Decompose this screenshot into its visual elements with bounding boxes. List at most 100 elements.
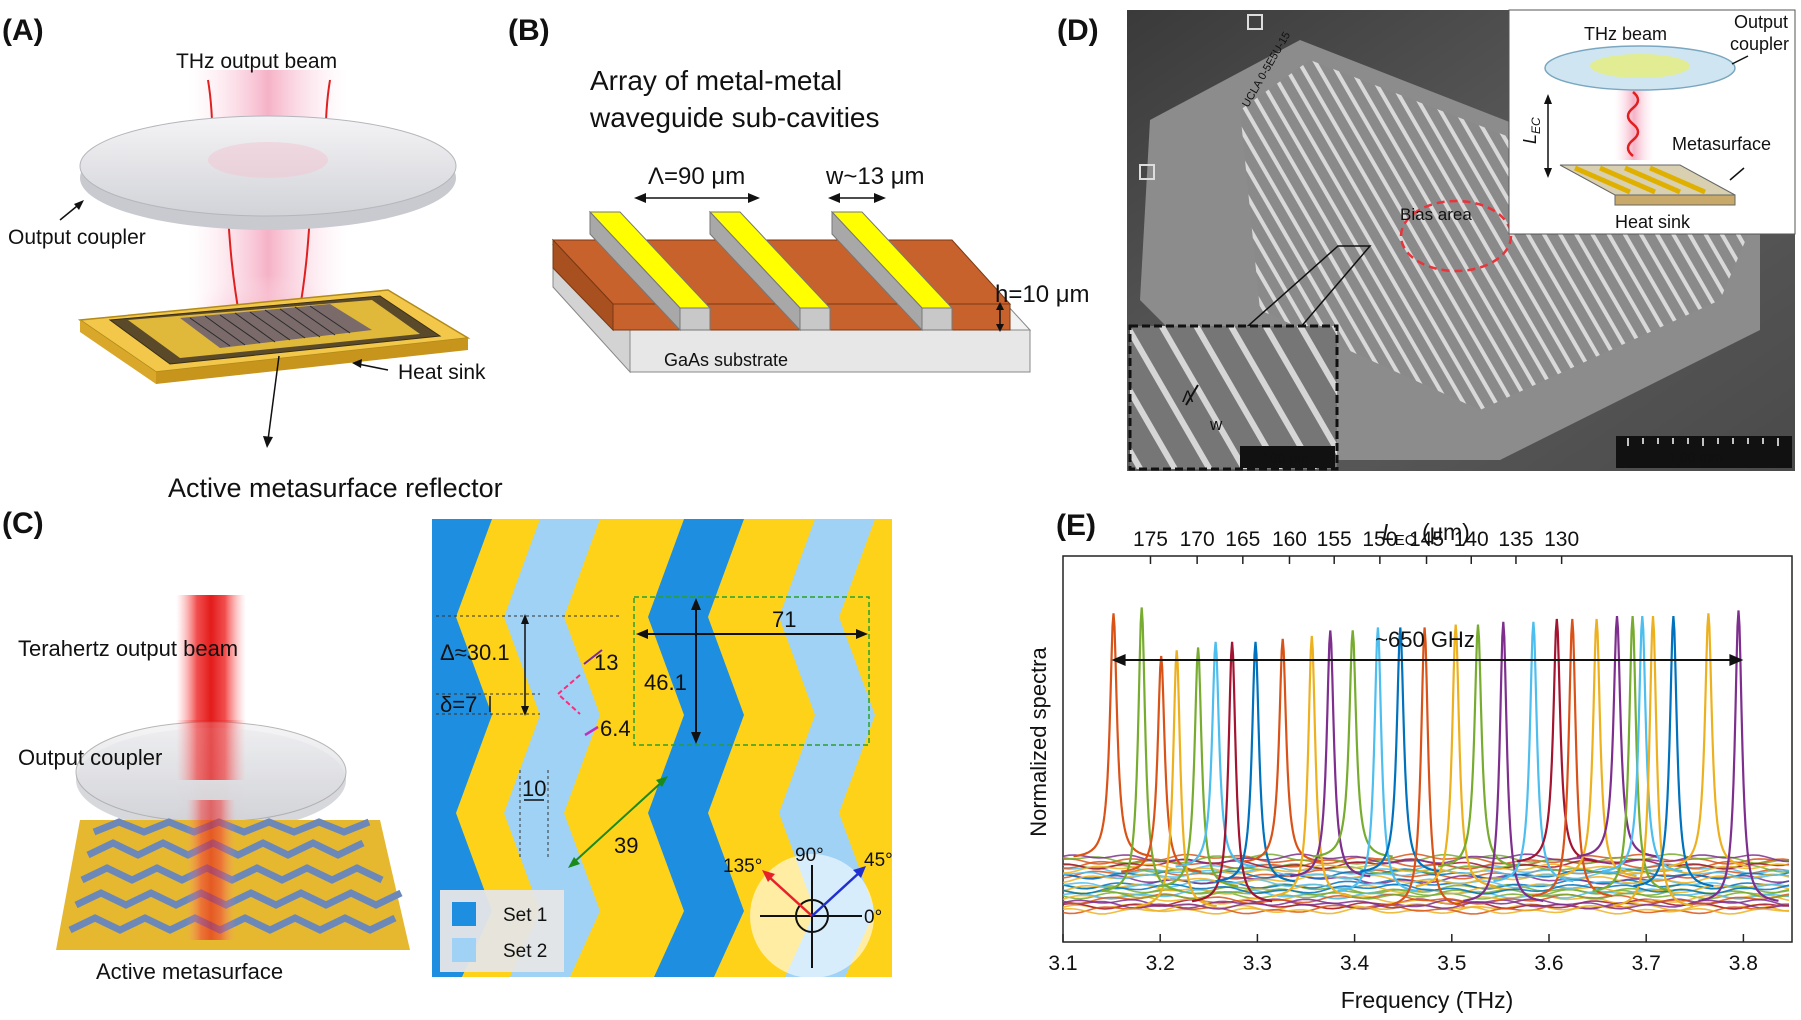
arrow-135-head bbox=[762, 870, 775, 882]
label-inset-beam: THz beam bbox=[1584, 24, 1667, 44]
unit-cell-box bbox=[633, 596, 870, 746]
sem-ridges bbox=[1240, 60, 1750, 410]
spectrum-peak-18 bbox=[1493, 621, 1574, 883]
spectrum-peak-15 bbox=[1415, 624, 1496, 888]
top-tick-label-5: 150 bbox=[1362, 528, 1397, 551]
label-90: 90° bbox=[795, 845, 824, 866]
label-array-title-1: Array of metal-metal bbox=[590, 65, 842, 96]
label-inset-coupler-1: Output bbox=[1734, 12, 1788, 32]
dim-period-head-l bbox=[634, 193, 646, 203]
label-inset-lec: LEC bbox=[1520, 117, 1543, 144]
top-tick-label-1: 170 bbox=[1180, 528, 1215, 551]
top-tick-label-2: 165 bbox=[1225, 528, 1260, 551]
spectrum-peak-17 bbox=[1463, 621, 1544, 902]
baseline-trace-10 bbox=[1063, 873, 1790, 885]
spectrum-peak-12 bbox=[1337, 627, 1419, 893]
panel-a: (A) THz output beam Output coupler Hea bbox=[2, 14, 503, 503]
legend-swatch-set1 bbox=[452, 902, 476, 926]
label-active-metasurface: Active metasurface bbox=[96, 959, 283, 984]
ridge-1 bbox=[588, 210, 712, 332]
arrow-45 bbox=[811, 871, 861, 917]
label-135: 135° bbox=[723, 856, 762, 877]
arrow-heatsink-head bbox=[352, 359, 362, 368]
inset-lambda-arrow bbox=[1185, 384, 1199, 406]
arrow-135 bbox=[767, 875, 813, 917]
legend-swatch-set2 bbox=[452, 938, 476, 962]
spectra-peaks bbox=[1073, 607, 1779, 908]
dim-39 bbox=[571, 779, 665, 865]
top-tick-label-6: 145 bbox=[1409, 528, 1444, 551]
coupler-spot bbox=[208, 142, 328, 178]
dim-height-head-t bbox=[996, 302, 1004, 310]
ridge-2 bbox=[708, 210, 832, 332]
spectrum-peak-11 bbox=[1312, 630, 1393, 858]
label-heatsink-a: Heat sink bbox=[398, 361, 486, 384]
spectrum-peak-13 bbox=[1360, 627, 1441, 873]
label-terahertz-beam: Terahertz output beam bbox=[18, 636, 238, 661]
spectrum-peak-16 bbox=[1437, 624, 1519, 868]
label-46-1: 46.1 bbox=[644, 670, 687, 695]
top-tick-label-9: 130 bbox=[1544, 528, 1579, 551]
label-6-4: 6.4 bbox=[600, 716, 631, 741]
label-71: 71 bbox=[772, 607, 796, 632]
construction-lines bbox=[436, 615, 620, 860]
label-inset-coupler-2: coupler bbox=[1730, 34, 1789, 54]
scalebar-inset: 100 μm bbox=[1262, 450, 1309, 466]
label-0: 0° bbox=[864, 907, 882, 928]
label-reflector: Active metasurface reflector bbox=[168, 473, 503, 503]
plot-frame bbox=[1062, 555, 1793, 943]
x-tick-label-7: 3.8 bbox=[1729, 952, 1758, 975]
spectrum-peak-27 bbox=[1668, 613, 1749, 868]
legend-label-set2: Set 2 bbox=[503, 941, 547, 962]
x-tick-label-2: 3.3 bbox=[1243, 952, 1272, 975]
chip-ridges bbox=[189, 305, 351, 347]
arrow-heatsink bbox=[357, 363, 389, 371]
spectrum-peak-26 bbox=[1633, 616, 1714, 888]
x-tick-label-4: 3.5 bbox=[1437, 952, 1466, 975]
sem-marker-2 bbox=[1247, 14, 1263, 30]
panel-c-tag: (C) bbox=[2, 507, 44, 540]
set1-stripe-0 bbox=[432, 519, 492, 977]
inset-ridges bbox=[1574, 165, 1706, 195]
panel-a-tag: (A) bbox=[2, 14, 44, 47]
label-39: 39 bbox=[614, 833, 638, 858]
top-tick-label-8: 135 bbox=[1498, 528, 1533, 551]
inset-heatsink bbox=[1614, 194, 1736, 206]
panel-b-tag: (B) bbox=[508, 14, 550, 47]
label-period: Λ=90 μm bbox=[648, 163, 745, 190]
active-layer-side bbox=[552, 238, 614, 332]
dim-46-1-head-b bbox=[691, 732, 701, 744]
label-array-title-2: waveguide sub-cavities bbox=[589, 102, 880, 133]
spectrum-peak-4 bbox=[1157, 647, 1239, 888]
inset-coupler-arrow bbox=[1731, 55, 1749, 65]
arrow-reflector-head bbox=[263, 436, 273, 448]
spectrum-peak-14 bbox=[1384, 627, 1465, 907]
top-axis-title: LEC (μm) bbox=[1382, 519, 1470, 549]
panel-d-tag: (D) bbox=[1057, 14, 1099, 47]
label-output-coupler-c: Output coupler bbox=[18, 745, 162, 770]
beam-through-coupler bbox=[176, 720, 246, 780]
spectrum-peak-21 bbox=[1556, 618, 1637, 878]
x-tick-label-0: 3.1 bbox=[1048, 952, 1077, 975]
label-13: 13 bbox=[594, 650, 618, 675]
label-inset-w: w bbox=[1209, 415, 1223, 434]
dim-width-head-r bbox=[874, 193, 886, 203]
dim-period-head-r bbox=[748, 193, 760, 203]
inset-lec-head-t bbox=[1544, 94, 1552, 104]
label-inset-lambda: Λ bbox=[1182, 387, 1194, 406]
label-45: 45° bbox=[864, 850, 893, 871]
ridge-3 bbox=[830, 210, 954, 332]
spectrum-peak-24 bbox=[1602, 616, 1683, 873]
dim-71-head-l bbox=[636, 629, 648, 639]
spectrum-peak-8 bbox=[1242, 638, 1323, 863]
x-tick-label-3: 3.4 bbox=[1340, 952, 1370, 975]
label-inset-metasurface: Metasurface bbox=[1672, 134, 1771, 154]
dim-71-head-r bbox=[856, 629, 868, 639]
dim-width-head-l bbox=[828, 193, 840, 203]
inset-meta-arrow bbox=[1729, 167, 1745, 181]
baseline-trace-22 bbox=[1063, 853, 1790, 865]
spectrum-peak-20 bbox=[1532, 618, 1613, 897]
dim-39-head-a bbox=[568, 857, 580, 868]
